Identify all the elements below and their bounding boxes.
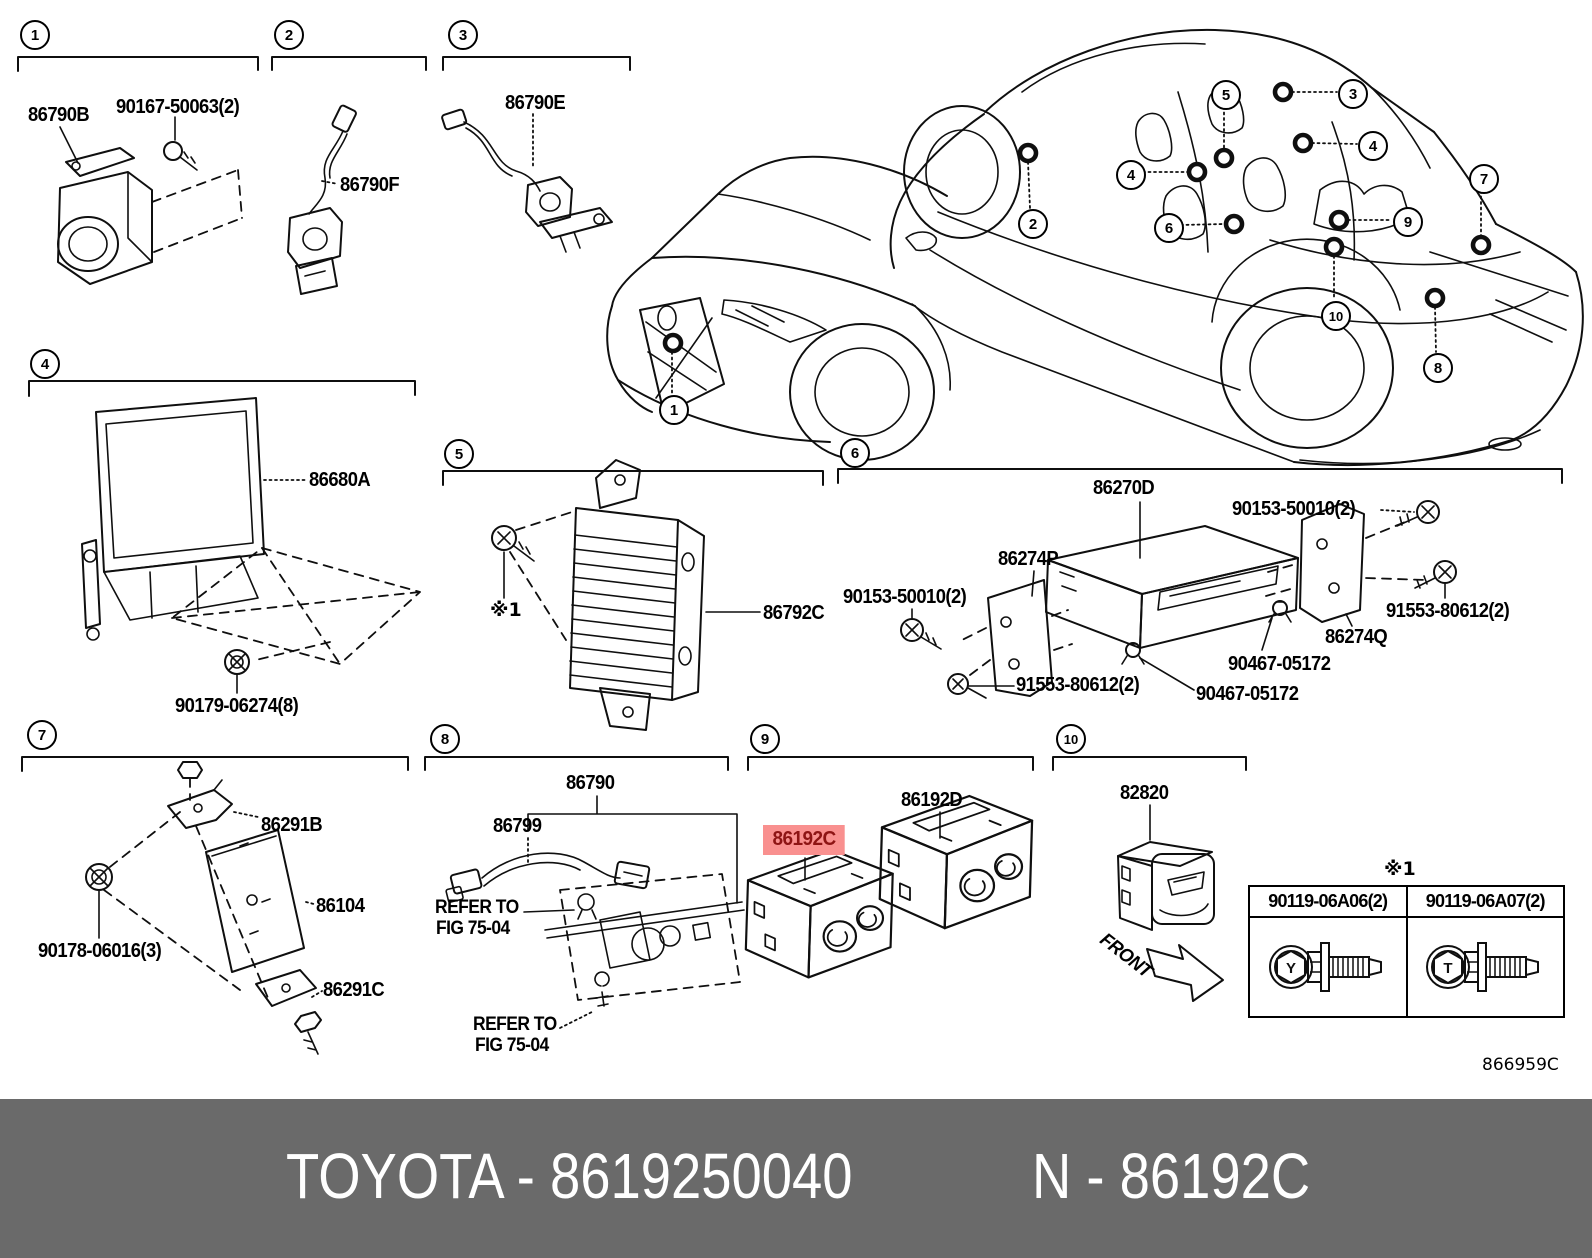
part-label-86790B: 86790B	[28, 104, 90, 126]
amplifier-86104-drawing	[85, 761, 323, 1055]
rear-car-drawing	[889, 28, 1584, 467]
part-label-90167-50063: 90167-50063(2)	[116, 96, 240, 118]
part-label-86792C: 86792C	[763, 602, 825, 624]
part-label-91553-80612-right: 91553-80612(2)	[1386, 600, 1510, 622]
banner-part-ref: N - 86192C	[1032, 1140, 1311, 1212]
camera-86790F-drawing	[287, 104, 357, 295]
part-label-86192D: 86192D	[901, 789, 963, 811]
part-label-86799: 86799	[493, 815, 542, 837]
computer-86792C-drawing	[491, 459, 761, 731]
part-label-86270D: 86270D	[1093, 477, 1155, 499]
section-10-number: 10	[1056, 724, 1086, 754]
section-1-number: 1	[20, 20, 50, 50]
part-label-86274Q: 86274Q	[1325, 626, 1388, 648]
part-label-90179-06274: 90179-06274(8)	[175, 695, 299, 717]
camera-assy-86790-drawing	[445, 795, 745, 1029]
fastener-part-1: 90119-06A06(2)	[1250, 887, 1406, 918]
part-label-86790: 86790	[566, 772, 615, 794]
car-callout-leaders	[662, 81, 1492, 395]
part-label-86104: 86104	[316, 895, 365, 917]
section-3-number: 3	[448, 20, 478, 50]
car-callout-7: 7	[1469, 164, 1499, 194]
car-callout-1: 1	[659, 395, 689, 425]
part-label-90467-05172-bottom: 90467-05172	[1196, 683, 1299, 705]
section-7-number: 7	[27, 720, 57, 750]
car-callout-3: 3	[1338, 79, 1368, 109]
part-label-86680A: 86680A	[309, 469, 371, 491]
part-label-90153-50010-right: 90153-50010(2)	[1232, 498, 1356, 520]
switch-86192D-drawing	[878, 794, 1034, 930]
svg-text:Y: Y	[1286, 960, 1296, 977]
section-brackets	[17, 56, 1563, 772]
part-label-86291C: 86291C	[323, 979, 385, 1001]
part-label-86274P: 86274P	[998, 548, 1059, 570]
section-6-number: 6	[840, 438, 870, 468]
section-4-number: 4	[30, 349, 60, 379]
part-label-90178-06016: 90178-06016(3)	[38, 940, 162, 962]
part-label-86291B: 86291B	[261, 814, 323, 836]
refer-note-2-line1: REFER TO	[473, 1014, 557, 1035]
section-2-number: 2	[274, 20, 304, 50]
fastener-bolt-1: Y	[1250, 918, 1406, 1016]
banner-part-code: TOYOTA - 8619250040	[286, 1140, 853, 1212]
car-callout-4r: 4	[1358, 131, 1388, 161]
switch-86192C-drawing	[744, 848, 894, 979]
part-label-90153-50010-left: 90153-50010(2)	[843, 586, 967, 608]
fastener-part-2: 90119-06A07(2)	[1407, 887, 1563, 918]
refer-note-2-line2: FIG 75-04	[475, 1035, 549, 1056]
fastener-col-2: 90119-06A07(2) T	[1407, 887, 1564, 1016]
fastener-col-1: 90119-06A06(2) Y	[1250, 887, 1408, 1016]
receiver-86270D-drawing	[900, 500, 1457, 699]
note-ref-1-table: ※1	[1384, 858, 1416, 880]
car-callout-9: 9	[1393, 207, 1423, 237]
figure-number: 866959C	[1482, 1055, 1559, 1075]
bolt-icon-T: T	[1426, 942, 1540, 992]
part-label-86790F: 86790F	[340, 174, 400, 196]
camera-86790B-drawing	[57, 116, 243, 285]
front-car-drawing	[606, 155, 951, 461]
part-label-91553-80612-bottom: 91553-80612(2)	[1016, 674, 1140, 696]
car-callout-8: 8	[1423, 353, 1453, 383]
fastener-bolt-2: T	[1408, 918, 1564, 1016]
car-callout-2: 2	[1018, 209, 1048, 239]
section-5-number: 5	[444, 439, 474, 469]
refer-note-1-line1: REFER TO	[435, 897, 519, 918]
section-9-number: 9	[750, 724, 780, 754]
part-label-82820: 82820	[1120, 782, 1169, 804]
car-callout-6: 6	[1154, 213, 1184, 243]
svg-text:T: T	[1444, 960, 1453, 977]
bolt-icon-Y: Y	[1268, 942, 1382, 992]
jack-82820-drawing	[1117, 804, 1224, 1002]
part-label-90467-05172-right: 90467-05172	[1228, 653, 1331, 675]
camera-86790E-drawing	[441, 108, 613, 253]
diagram-line-art	[17, 28, 1584, 1055]
part-label-86192C-highlighted: 86192C	[763, 825, 846, 855]
fastener-table: 90119-06A06(2) Y	[1248, 885, 1565, 1018]
note-ref-1-s5: ※1	[490, 599, 522, 621]
bottom-banner: TOYOTA - 8619250040 N - 86192C	[0, 1099, 1592, 1258]
refer-note-1-line2: FIG 75-04	[436, 918, 510, 939]
car-callout-5: 5	[1211, 80, 1241, 110]
car-callout-4l: 4	[1116, 160, 1146, 190]
part-label-86790E: 86790E	[505, 92, 566, 114]
car-callout-10: 10	[1321, 301, 1351, 331]
display-86680A-drawing	[81, 397, 421, 694]
section-8-number: 8	[430, 724, 460, 754]
